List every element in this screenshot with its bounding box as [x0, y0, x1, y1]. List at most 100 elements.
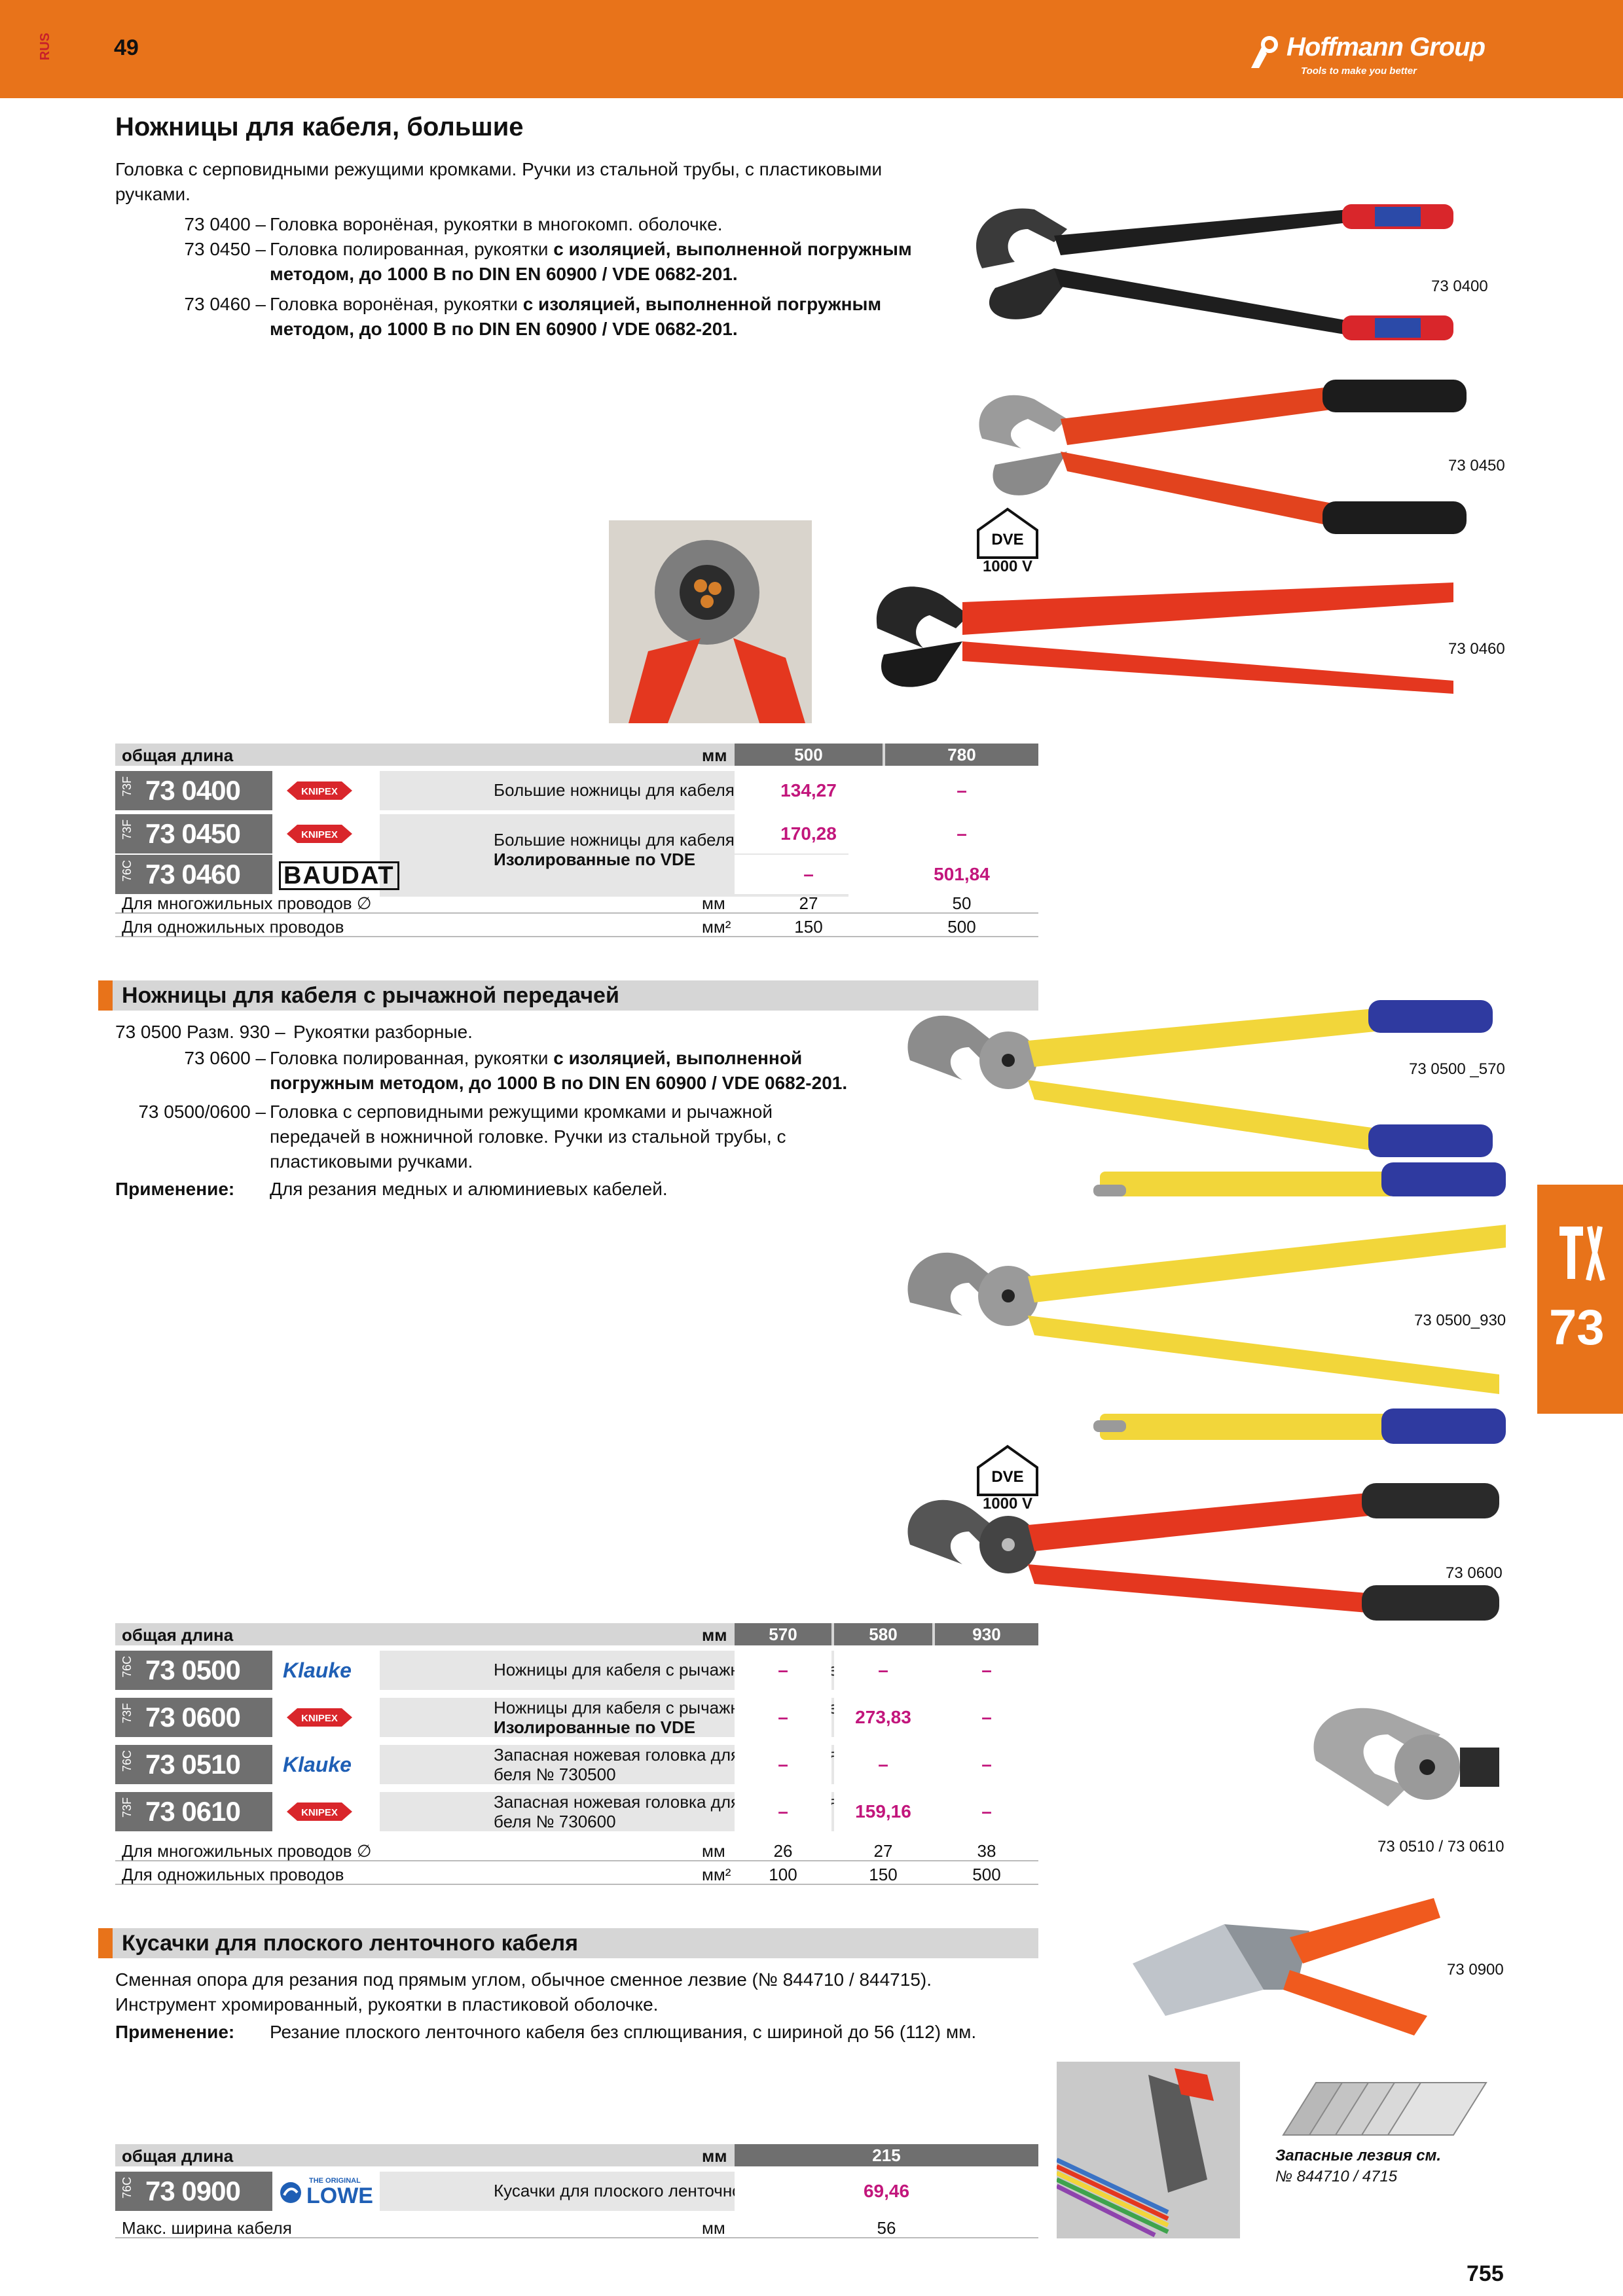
- pliers-chapter-icon: [1559, 1226, 1605, 1282]
- klauke-logo-text: Klauke: [283, 1753, 352, 1776]
- s2-line3-text1: Головка с серповидными режущими кромками…: [270, 1102, 773, 1122]
- article-prefix: 76C: [120, 2177, 134, 2199]
- item-desc-730460-a: Головка воронёная, рукоятки: [270, 294, 523, 314]
- knipex-logo-icon: KNIPEX: [287, 781, 352, 800]
- lowe-logo: THE ORIGINAL LOWE: [275, 2172, 380, 2211]
- vde-label: 1000 V: [982, 558, 1033, 575]
- image-label-730500-570: 73 0500 _570: [1409, 1060, 1505, 1078]
- vde-badge-icon: DVE: [977, 507, 1038, 559]
- article-cell: 73F 73 0450: [115, 814, 272, 853]
- table2-header-unit: мм: [702, 1625, 727, 1645]
- ribbon-cable-cutting-photo: [1057, 2062, 1240, 2238]
- klauke-logo: Klauke: [275, 1651, 380, 1690]
- spec-value: 500: [972, 1865, 1001, 1884]
- svg-text:KNIPEX: KNIPEX: [301, 1807, 338, 1818]
- item-desc-730400: Головка воронёная, рукоятки в многокомп.…: [270, 214, 723, 234]
- article-number: 73 0510: [145, 1749, 241, 1780]
- table1-header: общая длина мм 500 780: [115, 744, 1038, 766]
- image-label-730460: 73 0460: [1448, 640, 1505, 658]
- spec-unit: мм: [702, 1841, 725, 1861]
- section-title: Ножницы для кабеля с рычажной передачей: [122, 983, 619, 1008]
- product-image-730450: [979, 380, 1467, 534]
- product-image-730600: [907, 1483, 1499, 1621]
- price-cell: –: [735, 1698, 831, 1737]
- image-label-730900: 73 0900: [1447, 1961, 1504, 1979]
- row-description-2: беля № 730500: [494, 1765, 616, 1784]
- product-image-730500-570: [907, 1000, 1493, 1157]
- vde-1000v-badge: DVE 1000 V: [974, 507, 1041, 579]
- table2-col-570: 570: [735, 1623, 831, 1645]
- spec-value: 500: [947, 917, 976, 937]
- item-desc-730450: Головка полированная, рукоятки с изоляци…: [270, 237, 912, 262]
- price-cell: –: [834, 1651, 932, 1690]
- spare-blades-note-line1: Запасные лезвия см.: [1275, 2147, 1442, 2164]
- table1-spec-stranded: Для многожильных проводов ∅ мм 27 50: [115, 891, 1038, 914]
- article-prefix: 76C: [120, 860, 134, 882]
- image-label-730450: 73 0450: [1448, 457, 1505, 475]
- lowe-logo-small: THE ORIGINAL: [309, 2177, 361, 2185]
- table2-spec-stranded: Для многожильных проводов ∅ мм 26 27 38: [115, 1839, 1038, 1861]
- spec-label: Макс. ширина кабеля: [122, 2218, 292, 2238]
- klauke-logo-text: Klauke: [283, 1659, 352, 1682]
- article-cell: 76C 73 0900: [115, 2172, 272, 2211]
- knipex-logo: KNIPEX: [275, 1698, 380, 1737]
- price-cell: –: [735, 1651, 831, 1690]
- table2-header-label: общая длина: [122, 1625, 234, 1645]
- spec-value: 100: [769, 1865, 797, 1884]
- spec-value: 38: [977, 1841, 996, 1861]
- knipex-logo: KNIPEX: [275, 771, 380, 810]
- price-cell: –: [935, 1651, 1038, 1690]
- article-prefix: 73F: [120, 819, 134, 840]
- item-desc-730450-a: Головка полированная, рукоятки: [270, 239, 554, 259]
- article-number: 73 0900: [145, 2176, 241, 2206]
- spec-value: 26: [773, 1841, 793, 1861]
- table2-col-580: 580: [834, 1623, 932, 1645]
- cutting-head-detail-photo: [609, 520, 812, 723]
- chapter-tab-73[interactable]: 73: [1537, 1185, 1623, 1414]
- row-description-2: Изолированные по VDE: [494, 850, 696, 869]
- spec-label: Для многожильных проводов ∅: [122, 1841, 372, 1861]
- price-cell: –: [735, 1745, 831, 1784]
- table1-header-unit: мм: [702, 745, 727, 765]
- svg-text:DVE: DVE: [991, 531, 1023, 548]
- product-image-730510-730610: [1313, 1708, 1499, 1806]
- spare-blades-note-line2: № 844710 / 4715: [1275, 2168, 1398, 2185]
- vde-label: 1000 V: [982, 1495, 1033, 1513]
- spec-unit: мм²: [702, 917, 731, 937]
- table3-header-label: общая длина: [122, 2146, 234, 2166]
- item-code-730460: 73 0460 –: [184, 294, 266, 314]
- article-prefix: 73F: [120, 1703, 134, 1724]
- spec-value: 27: [873, 1841, 893, 1861]
- brand-tagline: Tools to make you better: [1301, 65, 1417, 77]
- price-cell: –: [935, 1792, 1038, 1831]
- article-number: 73 0450: [145, 818, 241, 849]
- article-cell: 73F 73 0600: [115, 1698, 272, 1737]
- knipex-logo: KNIPEX: [275, 814, 380, 853]
- product-image-730500-930: [907, 1162, 1506, 1444]
- spec-unit: мм: [702, 2218, 725, 2238]
- image-label-730600: 73 0600: [1446, 1564, 1503, 1582]
- s2-line3-text3: пластиковыми ручками.: [270, 1151, 473, 1172]
- spec-label: Для многожильных проводов ∅: [122, 893, 372, 913]
- table1-col-780: 780: [885, 744, 1038, 766]
- knipex-logo-icon: KNIPEX: [287, 1708, 352, 1727]
- product-image-730400: [976, 204, 1453, 340]
- section-header-ribbon-cable-cutter: Кусачки для плоского ленточного кабеля: [98, 1928, 1038, 1958]
- section1-intro-line2: ручками.: [115, 184, 191, 204]
- article-number: 73 0600: [145, 1702, 241, 1732]
- item-desc-730450-line2: методом, до 1000 В по DIN EN 60900 / VDE…: [270, 264, 738, 284]
- section-header-ratchet-shears: Ножницы для кабеля с рычажной передачей: [98, 980, 1038, 1011]
- svg-text:KNIPEX: KNIPEX: [301, 1713, 338, 1724]
- knipex-logo: KNIPEX: [275, 1792, 380, 1831]
- vde-badge-icon: DVE: [977, 1444, 1038, 1496]
